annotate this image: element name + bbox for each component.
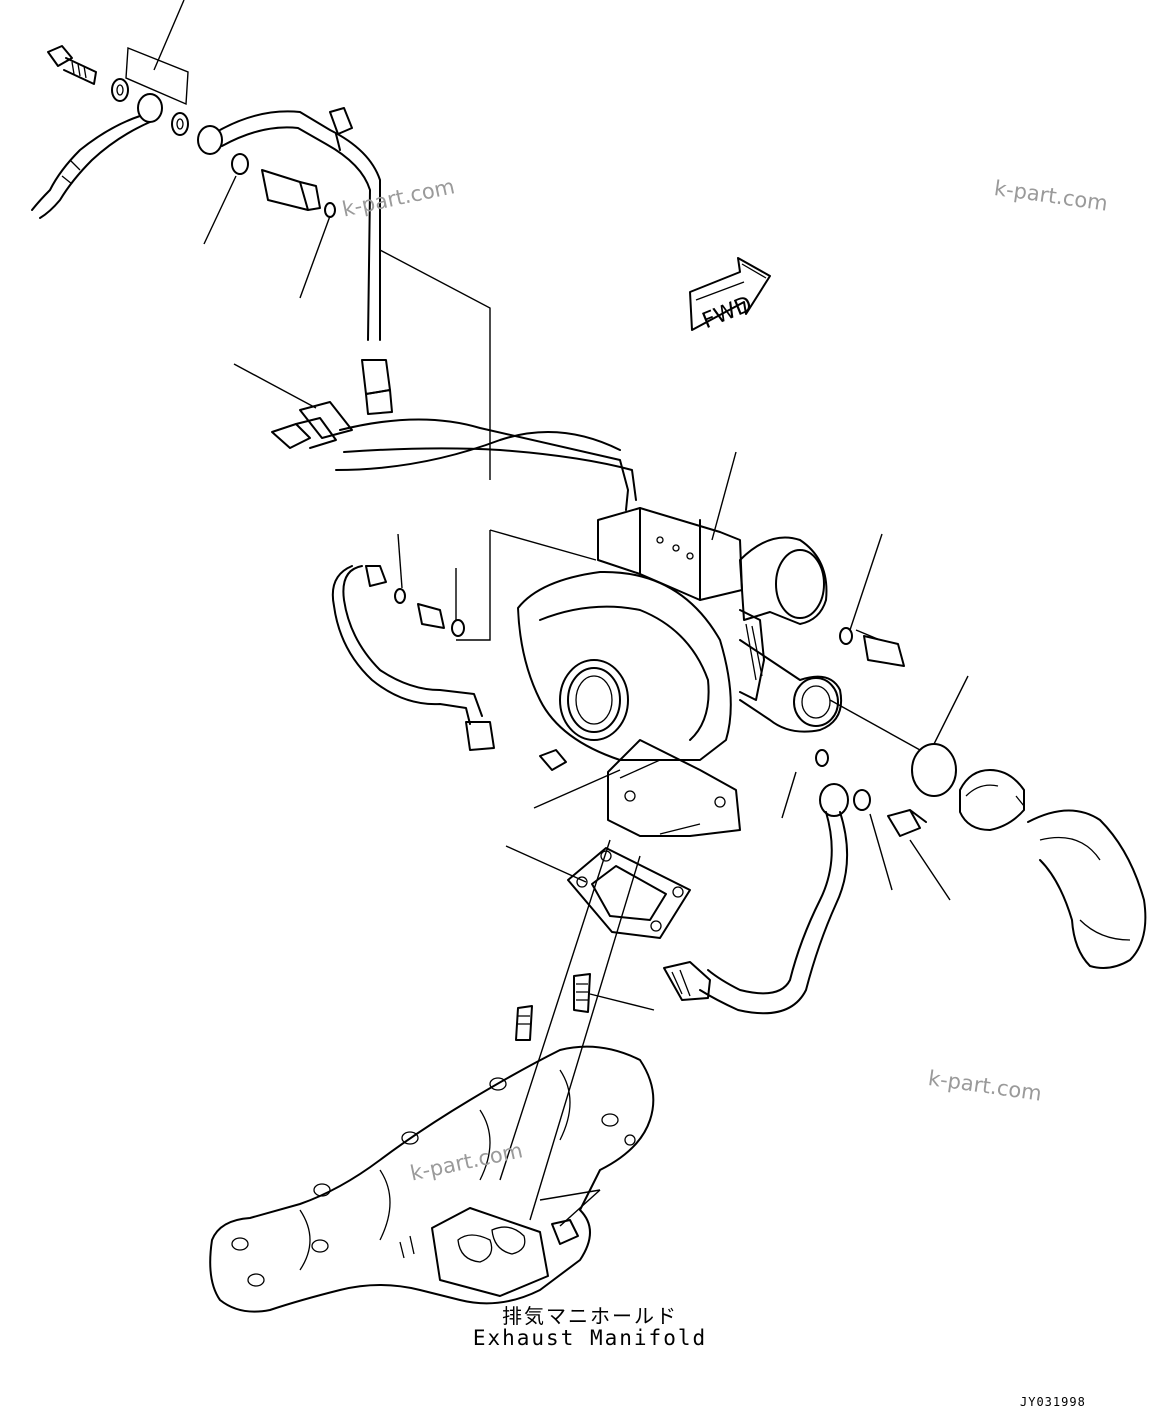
turbocharger xyxy=(517,507,842,837)
drawing-code: JY031998 xyxy=(1020,1395,1086,1409)
caption-japanese: 排気マニホールド xyxy=(502,1304,678,1328)
fwd-label: FWD xyxy=(699,292,756,334)
oil-supply-tube-assembly xyxy=(31,45,393,415)
oil-return-line xyxy=(331,533,495,751)
caption-english: Exhaust Manifold xyxy=(472,1326,708,1350)
sensor-harness xyxy=(233,363,637,511)
exhaust-manifold xyxy=(209,1045,655,1313)
outlet-connection xyxy=(781,627,1147,969)
lower-oil-tube xyxy=(663,783,849,1015)
turbo-gasket xyxy=(505,845,691,939)
forward-direction-arrow: FWD xyxy=(689,257,771,334)
mounting-studs xyxy=(499,839,655,1221)
